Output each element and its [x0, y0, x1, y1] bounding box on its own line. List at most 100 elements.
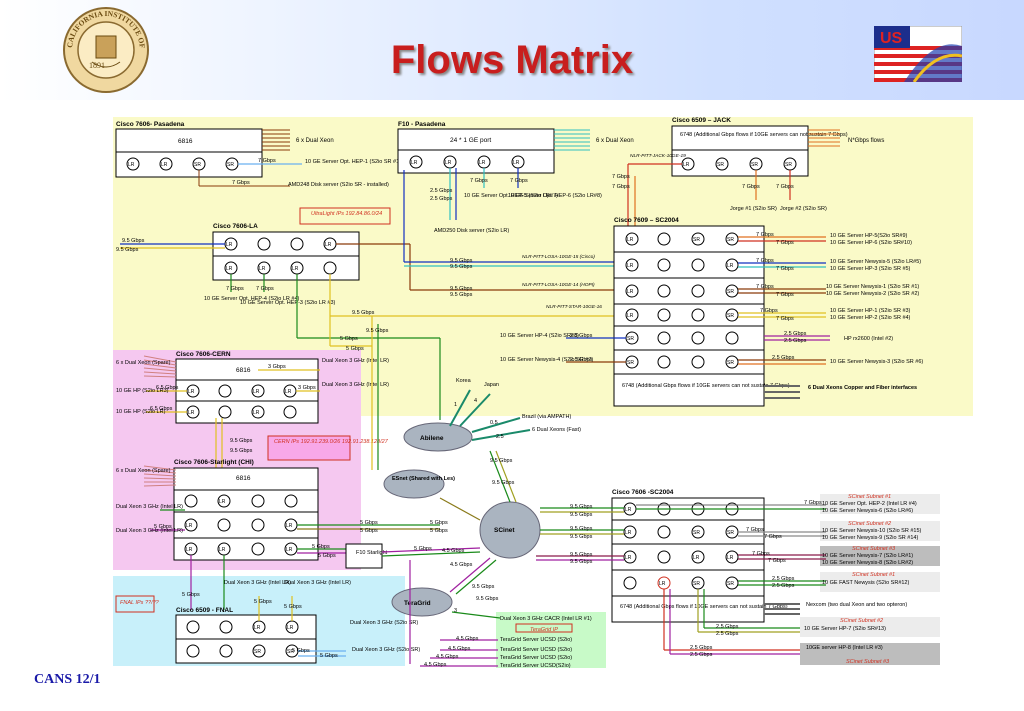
- rate-label: 4.5 Gbps: [456, 636, 479, 642]
- svg-text:LR: LR: [693, 555, 700, 561]
- rate-label: 5 Gbps: [182, 592, 200, 598]
- s3b-label: 10 GE Server Newysis-8 (S2io LR#2): [822, 560, 913, 566]
- jorge2-label: Jorge #2 (S2io SR): [780, 206, 827, 212]
- svg-text:LR: LR: [627, 237, 634, 243]
- router-fnal: Cisco 6509 - FNAL LR LR SR SR: [175, 607, 317, 664]
- svg-text:SR: SR: [727, 530, 734, 536]
- svg-text:SR: SR: [693, 237, 700, 243]
- s2a-label: 10 GE Server Newysis-10 (S2io SR #15): [822, 528, 922, 534]
- six-dual-fast-label: 6 Dual Xeons (Fast): [532, 427, 581, 433]
- cern-hp-lr-label: 10 GE HP (S2io LR3): [116, 388, 169, 394]
- rate-label: 7 Gbps: [776, 266, 794, 272]
- s3c-title-label: SCinet Subnet #3: [846, 659, 890, 665]
- sc-r1b-label: 10 GE Server HP-6 (S2io SR#10): [830, 240, 912, 246]
- ucsd2-label: TeraGrid Server UCSD (S2io): [500, 647, 572, 653]
- ucsd4-label: TeraGrid Server UCSD(S2io): [500, 663, 571, 669]
- rate-label: 6.5 Gbps: [156, 385, 179, 391]
- rate-label: 5 Gbps: [414, 546, 432, 552]
- svg-text:LR: LR: [253, 389, 260, 395]
- router-pasadena-inner: 6816: [178, 138, 193, 145]
- caltech-seal-logo: CALIFORNIA INSTITUTE OF TECHNOLOGY 1891: [59, 0, 150, 94]
- svg-text:SR: SR: [727, 360, 734, 366]
- rate-label: 9.5 Gbps: [450, 258, 473, 264]
- router-la-title: Cisco 7606-LA: [213, 223, 258, 230]
- subnet2-box: [820, 521, 940, 541]
- rate-label: 5 Gbps: [430, 528, 448, 534]
- svg-text:LR: LR: [627, 263, 634, 269]
- header-band: [0, 0, 1024, 100]
- rate-label: 5 Gbps: [292, 648, 310, 654]
- rate-label: 9.5 Gbps: [570, 559, 593, 565]
- jorge1-label: Jorge #1 (S2io SR): [730, 206, 777, 212]
- sc-r4a-label: 10 GE Server HP-1 (S2io SR #3): [830, 308, 911, 314]
- rate-label: 7 Gbps: [760, 308, 778, 314]
- router-cern-title: Cisco 7606-CERN: [176, 351, 231, 358]
- cern-6x-label: 6 x Dual Xeon (Spare): [116, 360, 171, 366]
- svg-text:SR: SR: [727, 581, 734, 587]
- rate-label: 7 Gbps: [612, 174, 630, 180]
- rate-label: 3 Gbps: [298, 385, 316, 391]
- rate-label: 7 Gbps: [776, 316, 794, 322]
- s2-title-label: SCinet Subnet #2: [848, 521, 891, 527]
- svg-text:LR: LR: [253, 410, 260, 416]
- svg-text:LR: LR: [325, 242, 332, 248]
- svg-text:SR: SR: [693, 581, 700, 587]
- footer-label: CANS 12/1: [34, 672, 101, 687]
- svg-text:LR: LR: [727, 263, 734, 269]
- rate-label: 7 Gbps: [756, 284, 774, 290]
- svg-text:LR: LR: [286, 523, 293, 529]
- rate-label: 9.5 Gbps: [490, 458, 513, 464]
- subnet3c-box: [800, 643, 940, 665]
- svg-text:SR: SR: [627, 360, 634, 366]
- svg-text:LR: LR: [286, 547, 293, 553]
- rate-label: 2.5 Gbps: [570, 357, 593, 363]
- fnal-dx2-label: Dual Xeon 3 GHz (Intel LR): [284, 580, 351, 586]
- rate-label: 9.5 Gbps: [352, 310, 375, 316]
- sc-r2b-label: 10 GE Server HP-3 (S2io SR #5): [830, 266, 911, 272]
- rate-label: 7 Gbps: [776, 292, 794, 298]
- abilene-label: Abilene: [420, 435, 444, 442]
- router-cern-inner: 6816: [236, 367, 251, 374]
- rate-label: 9.5 Gbps: [476, 596, 499, 602]
- nexcom-label: Nexcom (two dual Xeon and two opteron): [806, 602, 907, 608]
- subnet1c-box: [820, 572, 940, 592]
- rate-label: 2.5 Gbps: [772, 355, 795, 361]
- router-sc2004-title: Cisco 7609 – SC2004: [614, 217, 679, 224]
- router-f10: F10 - Pasadena 24 * 1 GE port LR LR LR L…: [397, 121, 555, 174]
- rate-label: 5 Gbps: [318, 553, 336, 559]
- rate-label: 5 Gbps: [346, 346, 364, 352]
- router-fnal-title: Cisco 6509 - FNAL: [176, 607, 233, 614]
- ucsd1-label: TeraGrid Server UCSD (S2io): [500, 637, 572, 643]
- rate-label: 9.5 Gbps: [116, 247, 139, 253]
- nlr-losa14-label: NLR-PITT-LOSA-10GE-14 (HOPI): [522, 282, 595, 288]
- esnet-cloud: ESnet (Shared with Les): [383, 469, 455, 499]
- svg-text:LR: LR: [186, 523, 193, 529]
- svg-text:LR: LR: [188, 410, 195, 416]
- rate-label: 7 Gbps: [256, 286, 274, 292]
- korea-label: Korea: [456, 378, 472, 384]
- svg-text:LR: LR: [128, 162, 135, 168]
- nlr-losa15-label: NLR-PITT-LOSA-10GE-15 (Cisco): [522, 254, 595, 260]
- rate-label: 7 Gbps: [226, 286, 244, 292]
- rate-label: 7 Gbps: [470, 178, 488, 184]
- teragrid-panel: [496, 612, 606, 668]
- rate-label: 5 Gbps: [360, 528, 378, 534]
- fnal-dx4-label: Dual Xeon 3 GHz (S2io SR): [352, 647, 420, 653]
- n-gbps-label: N*Gbps flows: [848, 138, 884, 144]
- rate-label: 2.5 Gbps: [690, 652, 713, 658]
- six-dual-copper-label: 6 Dual Xeons Copper and Fiber interfaces: [808, 385, 917, 391]
- page-title: Flows Matrix: [390, 38, 634, 82]
- rate-label: 9.5 Gbps: [450, 286, 473, 292]
- svg-text:LR: LR: [254, 625, 261, 631]
- subnet2c-box: [800, 617, 940, 637]
- rate-label: 2.5 Gbps: [716, 631, 739, 637]
- rate-label: 9.5 Gbps: [230, 448, 253, 454]
- svg-text:SR: SR: [717, 162, 724, 168]
- rate-label: 9.5 Gbps: [230, 438, 253, 444]
- svg-text:SR: SR: [254, 649, 261, 655]
- svg-text:LR: LR: [479, 160, 486, 166]
- svg-text:LR: LR: [627, 313, 634, 319]
- rate-label: 2.5 Gbps: [430, 196, 453, 202]
- rate-label: 2.5 Gbps: [784, 338, 807, 344]
- svg-text:LR: LR: [625, 507, 632, 513]
